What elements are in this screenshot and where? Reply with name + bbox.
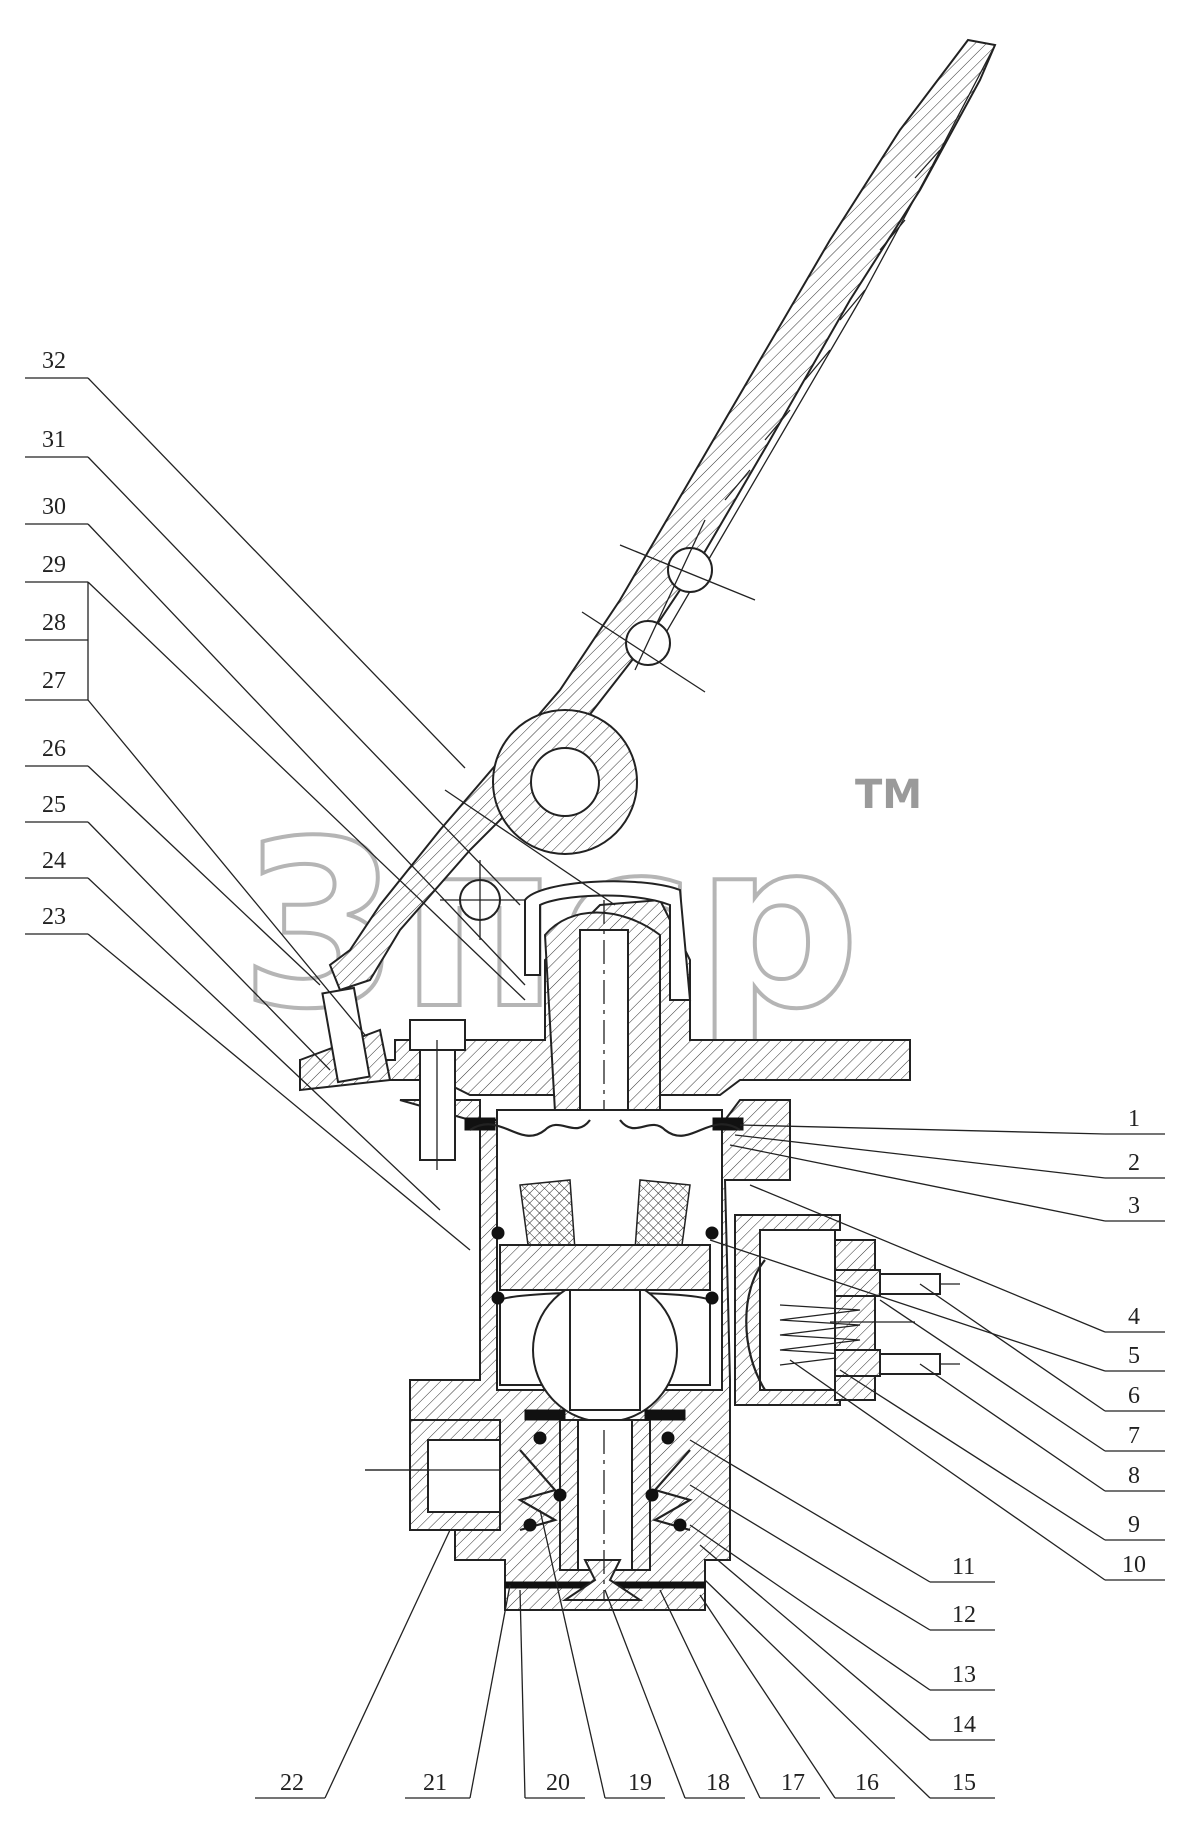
callout-8: 8 xyxy=(919,1363,1165,1492)
callout-7: 7 xyxy=(879,1299,1165,1452)
callout-label-26: 26 xyxy=(42,736,66,762)
callout-label-8: 8 xyxy=(1128,1463,1140,1489)
mounting-bolts xyxy=(299,986,466,1170)
callout-label-20: 20 xyxy=(546,1770,570,1796)
callout-label-21: 21 xyxy=(423,1770,447,1796)
callout-label-16: 16 xyxy=(855,1770,879,1796)
side-spring-assembly xyxy=(734,1214,960,1406)
callout-label-14: 14 xyxy=(952,1712,976,1738)
callout-label-11: 11 xyxy=(952,1554,975,1580)
callout-label-10: 10 xyxy=(1122,1552,1146,1578)
callout-10: 10 xyxy=(789,1359,1165,1581)
callout-30: 30 xyxy=(25,494,526,986)
callout-label-25: 25 xyxy=(42,792,66,818)
callout-21: 21 xyxy=(405,1584,511,1799)
callout-label-1: 1 xyxy=(1128,1106,1140,1132)
callout-29: 29 xyxy=(25,552,526,1001)
callout-19: 19 xyxy=(539,1509,665,1799)
callout-12: 12 xyxy=(689,1484,995,1631)
callout-label-9: 9 xyxy=(1128,1512,1140,1538)
callout-label-19: 19 xyxy=(628,1770,652,1796)
callouts-right: 1 2 3 4 5 6 7 xyxy=(689,1106,1165,1799)
callout-label-31: 31 xyxy=(42,427,66,453)
centre-lines xyxy=(365,789,616,1471)
callout-label-29: 29 xyxy=(42,552,66,578)
callout-5: 5 xyxy=(709,1239,1165,1372)
callout-27: 27 xyxy=(25,668,366,1036)
callout-26: 26 xyxy=(25,736,321,986)
callout-4: 4 xyxy=(749,1184,1165,1333)
callout-14: 14 xyxy=(699,1544,995,1741)
callout-28: 28 xyxy=(25,582,89,700)
callout-18: 18 xyxy=(604,1589,745,1799)
callout-label-6: 6 xyxy=(1128,1383,1140,1409)
callout-label-30: 30 xyxy=(42,494,66,520)
callout-25: 25 xyxy=(25,792,331,1071)
callout-label-27: 27 xyxy=(42,668,66,694)
callouts-left: 32 31 30 29 28 27 26 xyxy=(25,348,526,1251)
callout-label-12: 12 xyxy=(952,1602,976,1628)
callout-11: 11 xyxy=(689,1439,995,1583)
callout-32: 32 xyxy=(25,348,466,769)
callout-31: 31 xyxy=(25,427,521,906)
callout-13: 13 xyxy=(689,1524,995,1691)
callout-label-24: 24 xyxy=(42,848,66,874)
callout-label-7: 7 xyxy=(1128,1423,1140,1449)
callout-label-4: 4 xyxy=(1128,1304,1140,1330)
callout-label-13: 13 xyxy=(952,1662,976,1688)
callout-9: 9 xyxy=(839,1369,1165,1541)
callout-label-28: 28 xyxy=(42,610,66,636)
callout-2: 2 xyxy=(734,1134,1165,1179)
callout-label-15: 15 xyxy=(952,1770,976,1796)
callout-label-18: 18 xyxy=(706,1770,730,1796)
callout-label-5: 5 xyxy=(1128,1343,1140,1369)
pivot-boss xyxy=(440,709,638,940)
callout-label-23: 23 xyxy=(42,904,66,930)
callout-24: 24 xyxy=(25,848,441,1211)
lower-valve xyxy=(504,1409,706,1601)
callout-15: 15 xyxy=(704,1579,995,1799)
callout-20: 20 xyxy=(519,1589,585,1799)
callout-3: 3 xyxy=(729,1144,1165,1222)
callout-6: 6 xyxy=(919,1283,1165,1412)
callout-label-17: 17 xyxy=(781,1770,805,1796)
callout-23: 23 xyxy=(25,904,471,1251)
callout-label-22: 22 xyxy=(280,1770,304,1796)
callout-1: 1 xyxy=(739,1106,1165,1135)
callout-label-32: 32 xyxy=(42,348,66,374)
watermark-trademark: TM xyxy=(855,772,922,818)
callout-17: 17 xyxy=(659,1589,820,1799)
callout-label-3: 3 xyxy=(1128,1193,1140,1219)
callout-22: 22 xyxy=(255,1529,451,1799)
callout-16: 16 xyxy=(699,1594,895,1799)
callout-label-2: 2 xyxy=(1128,1150,1140,1176)
callouts-bottom: 22 21 20 19 18 17 16 xyxy=(255,1509,895,1799)
diaphragm-piston xyxy=(464,1117,744,1305)
pedal xyxy=(328,38,997,992)
